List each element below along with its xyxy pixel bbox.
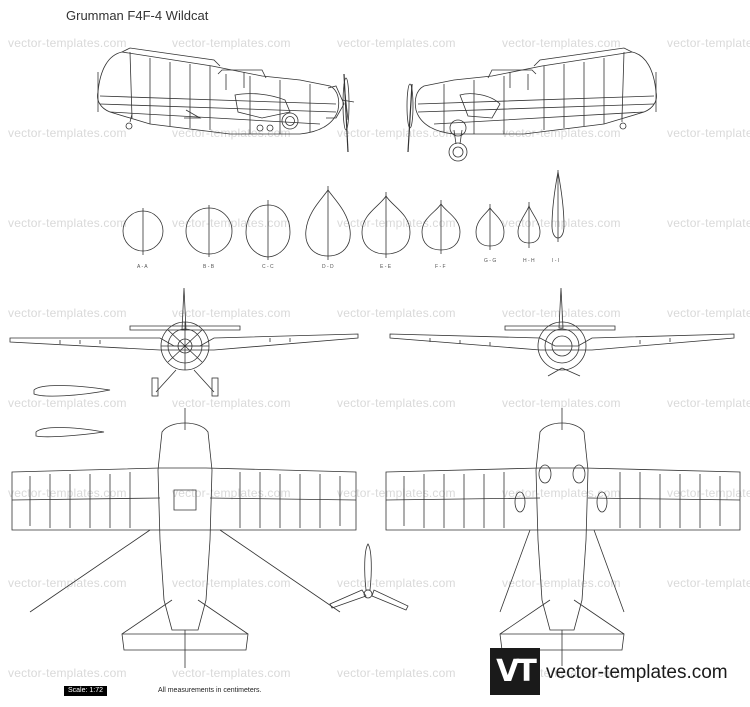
logo-text: vector-templates.com bbox=[546, 662, 728, 683]
cross-sections bbox=[122, 170, 565, 260]
side-view-right bbox=[406, 47, 657, 162]
section-label: G - G bbox=[484, 258, 497, 264]
side-view-left bbox=[97, 47, 355, 153]
section-label: B - B bbox=[203, 264, 215, 270]
section-label: I - I bbox=[552, 258, 560, 264]
section-label: D - D bbox=[322, 264, 334, 270]
airfoil-sections bbox=[33, 385, 111, 438]
drawing-title: Grumman F4F-4 Wildcat bbox=[66, 8, 209, 23]
section-label: E - E bbox=[380, 264, 392, 270]
vt-logo-icon: VT bbox=[490, 648, 540, 695]
measurements-note: All measurements in centimeters. bbox=[158, 687, 262, 694]
top-view bbox=[11, 408, 357, 668]
section-label: F - F bbox=[435, 264, 446, 270]
propeller bbox=[329, 543, 409, 611]
rear-view bbox=[389, 287, 735, 377]
section-label: C - C bbox=[262, 264, 274, 270]
scale-badge: Scale: 1:72 bbox=[64, 686, 108, 696]
section-label: H - H bbox=[523, 258, 535, 264]
bottom-view bbox=[385, 408, 741, 666]
section-label: A - A bbox=[137, 264, 148, 270]
front-view bbox=[9, 287, 359, 397]
